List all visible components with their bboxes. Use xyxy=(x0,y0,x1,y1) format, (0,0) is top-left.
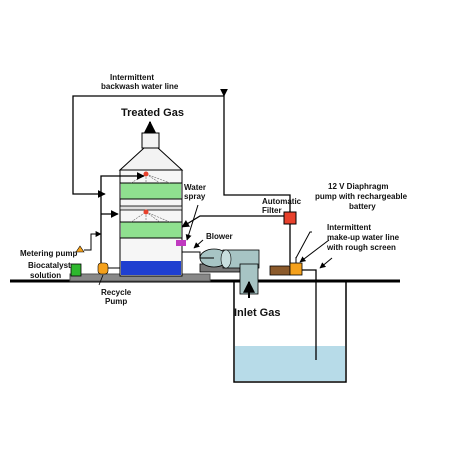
blower xyxy=(182,248,260,295)
label-recycle-pump-1: Recycle xyxy=(101,288,132,297)
water-sump xyxy=(233,281,347,383)
automatic-filter xyxy=(283,211,297,225)
water-spray-head xyxy=(176,240,186,246)
label-backwash-line-2: backwash water line xyxy=(101,82,179,91)
metering-pump xyxy=(75,245,85,253)
label-treated-gas: Treated Gas xyxy=(121,107,184,119)
scrubber-column xyxy=(118,132,184,277)
diaphragm-pump xyxy=(289,262,303,276)
label-recycle-pump-2: Pump xyxy=(105,297,127,306)
column-sump-liquid xyxy=(121,261,181,275)
sump-water xyxy=(235,346,345,381)
recycle-pump xyxy=(97,262,109,275)
spray-nozzle-upper xyxy=(143,171,149,177)
packing-bed-lower xyxy=(121,222,181,238)
label-makeup-line-1: Intermittent xyxy=(327,223,371,232)
label-biocatalyst-2: solution xyxy=(30,271,61,280)
makeup-water-line xyxy=(302,269,317,360)
label-makeup-line-3: with rough screen xyxy=(326,243,396,252)
label-automatic-filter-1: Automatic xyxy=(262,197,302,206)
label-inlet-gas: Inlet Gas xyxy=(234,307,280,319)
spray-nozzle-lower xyxy=(143,209,149,215)
label-biocatalyst-1: Biocatalyst xyxy=(28,261,71,270)
label-diaphragm-pump-3: battery xyxy=(349,202,376,211)
label-diaphragm-pump-2: pump with rechargeable xyxy=(315,192,408,201)
biocatalyst-tank xyxy=(70,263,82,277)
diaphragm-pump-battery xyxy=(269,265,291,276)
packing-bed-upper xyxy=(121,183,181,199)
label-automatic-filter-2: Filter xyxy=(262,206,282,215)
label-water-spray-2: spray xyxy=(184,192,206,201)
label-backwash-line-1: Intermittent xyxy=(110,73,154,82)
backwash-water-line xyxy=(72,95,224,198)
label-metering-pump: Metering pump xyxy=(20,249,77,258)
label-water-spray-1: Water xyxy=(184,183,206,192)
label-makeup-line-2: make-up water line xyxy=(327,233,400,242)
label-diaphragm-pump-1: 12 V Diaphragm xyxy=(328,182,388,191)
label-blower: Blower xyxy=(206,232,233,241)
